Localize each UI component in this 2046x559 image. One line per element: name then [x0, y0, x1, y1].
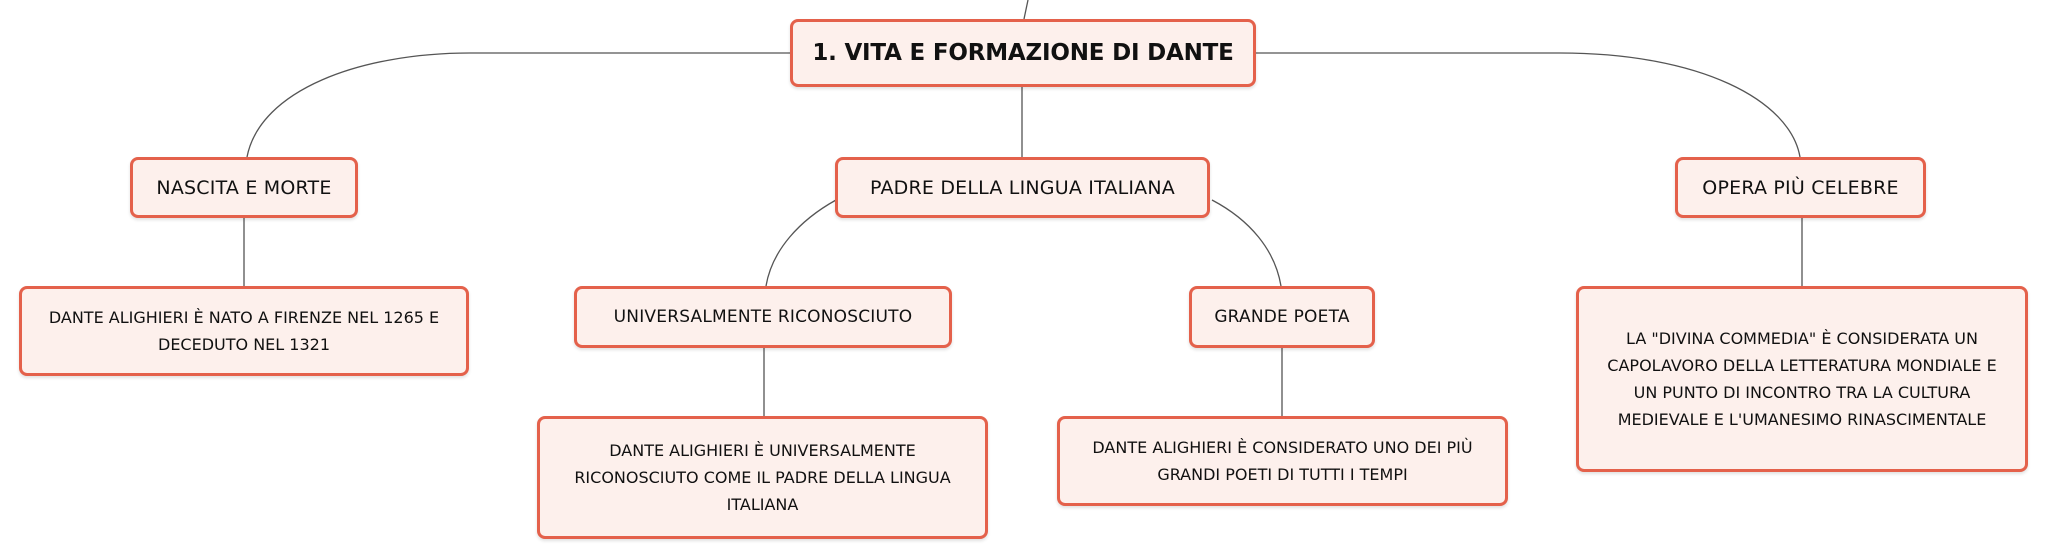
node-poeta-detail-text: DANTE ALIGHIERI È CONSIDERATO UNO DEI PI…	[1092, 438, 1473, 484]
connector-padre-universale	[765, 199, 837, 287]
node-nascita-e-morte[interactable]: NASCITA E MORTE	[130, 157, 358, 218]
node-nascita-detail[interactable]: DANTE ALIGHIERI È NATO A FIRENZE NEL 126…	[19, 286, 469, 376]
root-node[interactable]: 1. VITA E FORMAZIONE DI DANTE	[790, 19, 1256, 87]
node-universalmente-riconosciuto-label: UNIVERSALMENTE RICONOSCIUTO	[613, 307, 913, 327]
node-grande-poeta[interactable]: GRANDE POETA	[1189, 286, 1375, 348]
node-grande-poeta-label: GRANDE POETA	[1214, 307, 1350, 327]
node-universale-detail-text: DANTE ALIGHIERI È UNIVERSALMENTE RICONOS…	[574, 441, 951, 514]
node-nascita-e-morte-label: NASCITA E MORTE	[156, 176, 332, 199]
node-universalmente-riconosciuto[interactable]: UNIVERSALMENTE RICONOSCIUTO	[574, 286, 952, 348]
node-padre-lingua-italiana-label: PADRE DELLA LINGUA ITALIANA	[870, 176, 1175, 199]
node-universale-detail[interactable]: DANTE ALIGHIERI È UNIVERSALMENTE RICONOS…	[537, 416, 988, 539]
node-opera-piu-celebre[interactable]: OPERA PIÙ CELEBRE	[1675, 157, 1926, 218]
connector-root-nascita	[246, 52, 790, 158]
node-opera-piu-celebre-label: OPERA PIÙ CELEBRE	[1702, 176, 1899, 199]
root-node-label: 1. VITA E FORMAZIONE DI DANTE	[812, 40, 1234, 66]
connector-padre-poeta	[1211, 199, 1282, 287]
connector-root-opera	[1256, 52, 1801, 158]
node-nascita-detail-text: DANTE ALIGHIERI È NATO A FIRENZE NEL 126…	[48, 308, 440, 354]
node-padre-lingua-italiana[interactable]: PADRE DELLA LINGUA ITALIANA	[835, 157, 1210, 218]
connector-incoming-root	[1023, 0, 1029, 20]
node-opera-detail-text: LA "DIVINA COMMEDIA" È CONSIDERATA UN CA…	[1607, 329, 1997, 429]
node-poeta-detail[interactable]: DANTE ALIGHIERI È CONSIDERATO UNO DEI PI…	[1057, 416, 1508, 506]
node-opera-detail[interactable]: LA "DIVINA COMMEDIA" È CONSIDERATA UN CA…	[1576, 286, 2028, 472]
